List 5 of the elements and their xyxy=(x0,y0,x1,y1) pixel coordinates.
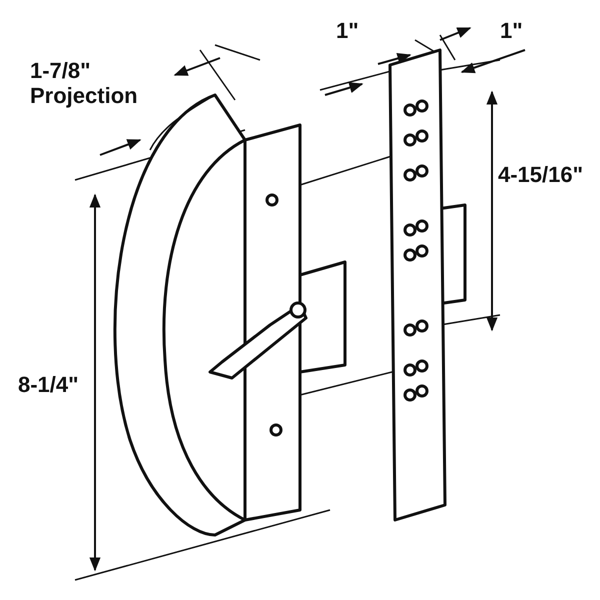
dimension-label: 1" xyxy=(336,18,360,44)
dimension-label: 4-15/16" xyxy=(498,162,584,188)
dimension-label: 8-1/4" xyxy=(18,372,80,398)
dimension-label: 1-7/8" Projection xyxy=(30,58,139,109)
dimension-label: 1" xyxy=(500,18,524,44)
